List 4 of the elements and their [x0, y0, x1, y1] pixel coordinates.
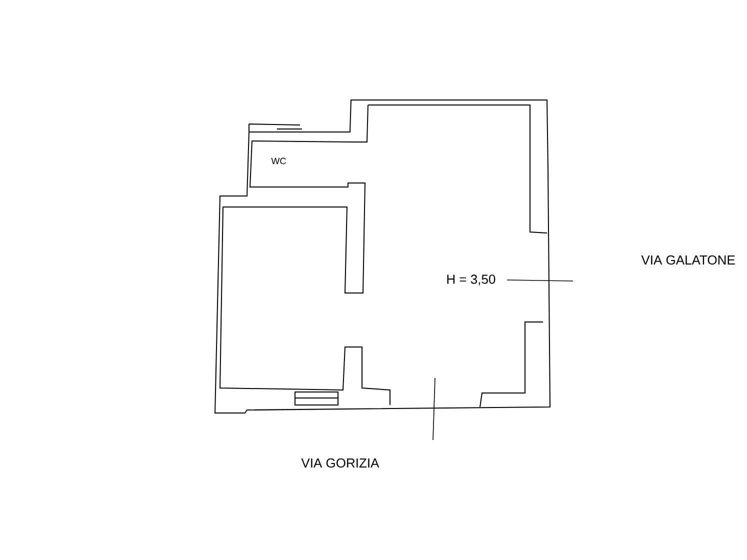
- street-label: VIA GALATONE: [641, 255, 735, 265]
- room-label: WC: [271, 158, 286, 164]
- height-label: H = 3,50: [447, 274, 496, 286]
- street-label: VIA GORIZIA: [301, 458, 380, 468]
